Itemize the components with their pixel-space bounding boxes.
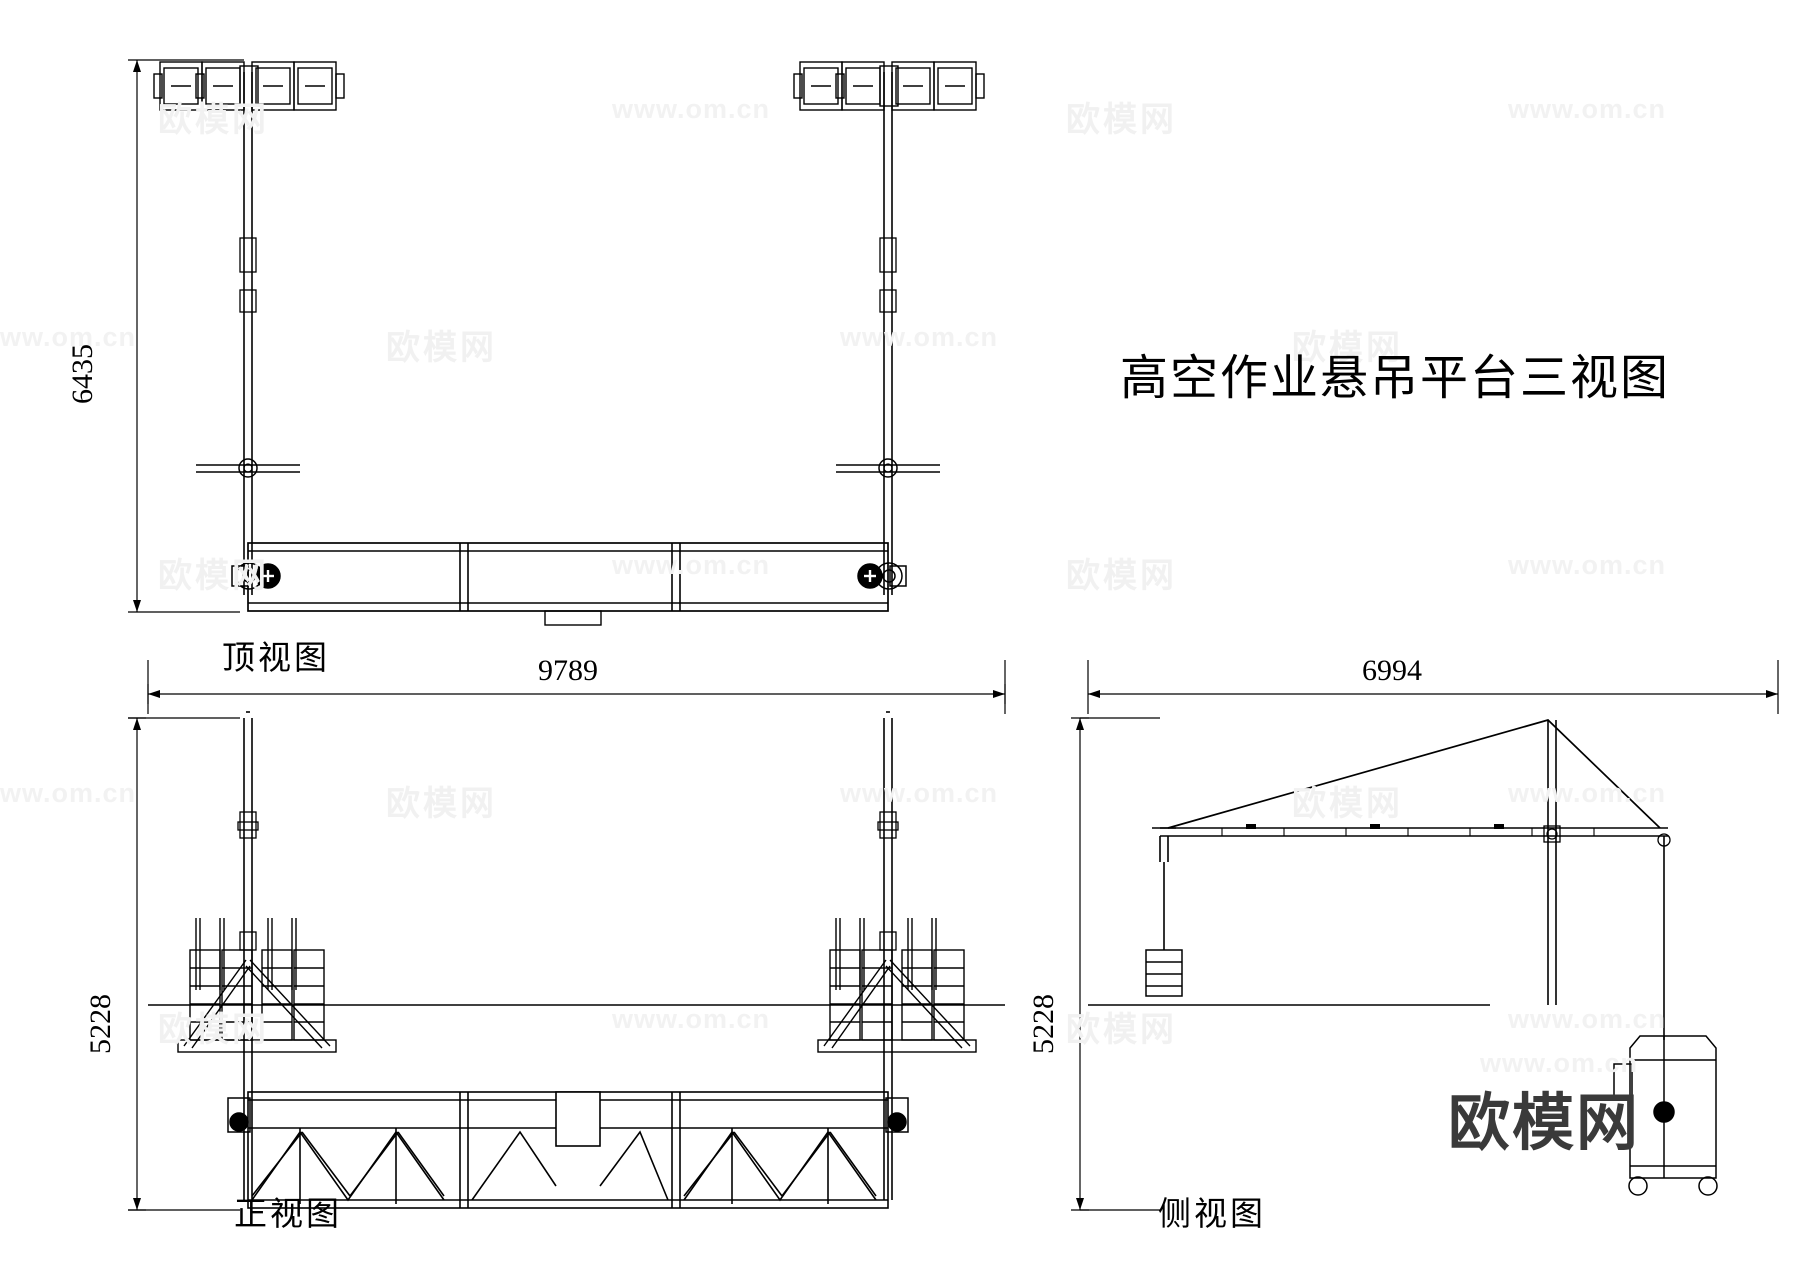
side-view-geometry xyxy=(1088,719,1718,1196)
top-view-vertical-dimension: 6435 xyxy=(66,344,99,404)
front-view-vertical-dimension: 5228 xyxy=(84,994,117,1054)
front-view-dimension-lines xyxy=(128,717,240,1211)
side-view-dimension-lines xyxy=(1071,660,1779,1211)
top-view-horizontal-dimension: 9789 xyxy=(538,654,598,687)
site-logo-watermark: 欧模网 xyxy=(1448,1089,1641,1158)
top-view-geometry xyxy=(153,61,985,626)
top-view-label: 顶视图 xyxy=(222,641,330,677)
side-view-label: 侧视图 xyxy=(1158,1197,1266,1233)
front-view-label: 正视图 xyxy=(234,1197,342,1233)
top-view-dimension-lines xyxy=(128,59,1006,714)
page-title: 高空作业悬吊平台三视图 xyxy=(1120,352,1671,405)
side-view-horizontal-dimension: 6994 xyxy=(1362,654,1422,687)
side-view-vertical-dimension: 5228 xyxy=(1027,994,1060,1054)
front-view-geometry xyxy=(148,711,1005,1209)
